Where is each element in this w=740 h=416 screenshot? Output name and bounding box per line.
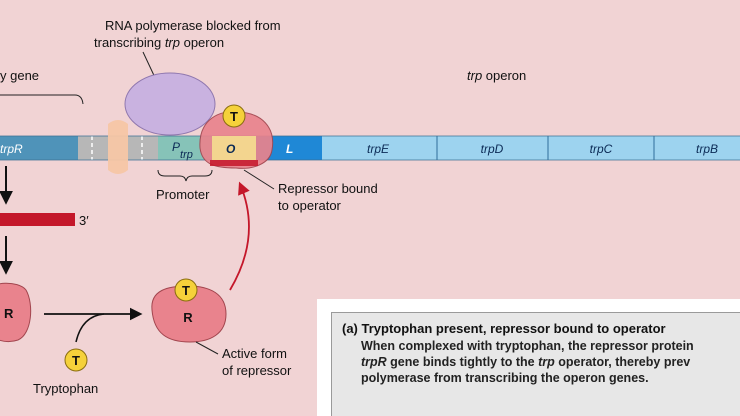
caption-line-1: When complexed with tryptophan, the repr… <box>361 339 694 353</box>
active-form-label-line2: of repressor <box>222 363 292 378</box>
repressor-bound-leader <box>243 169 275 190</box>
polymerase-label-line2: transcribing trp operon <box>94 35 224 50</box>
inactive-repressor <box>0 282 32 343</box>
trpR-mrna <box>0 213 75 226</box>
dna-label-trpD: trpD <box>481 142 504 156</box>
caption-line-2-suffix: operator, thereby prev <box>554 355 691 369</box>
repressor-bound-label-line1: Repressor bound <box>278 181 378 196</box>
dna-label-trpE: trpE <box>367 142 390 156</box>
dna-label-L: L <box>286 142 293 156</box>
active-repressor-tryptophan-label: T <box>182 283 190 298</box>
bound-tryptophan-label: T <box>230 109 238 124</box>
dna-label-P: Ptrp <box>172 140 193 161</box>
polymerase-label-line1: RNA polymerase blocked from <box>105 18 281 33</box>
active-form-label-line1: Active form <box>222 346 287 361</box>
caption-trpR: trpR <box>361 355 387 369</box>
promoter-subscript: trp <box>180 149 193 161</box>
dna-loop-connector <box>108 120 128 174</box>
polymerase-label-italic: trp <box>165 35 180 50</box>
bound-tryptophan <box>222 104 246 128</box>
operator-O-label: O <box>226 142 236 156</box>
rna-polymerase <box>124 72 216 136</box>
active-repressor <box>151 285 227 343</box>
dna-strand <box>0 135 740 161</box>
active-form-leader <box>195 341 219 355</box>
trp-operon-label: trp operon <box>467 68 526 83</box>
trp-operon-italic: trp <box>467 68 482 83</box>
polymerase-label-suffix: operon <box>180 35 224 50</box>
regulatory-gene-label: y gene <box>0 68 39 83</box>
inactive-repressor-label: R <box>4 306 14 321</box>
caption-title: (a) Tryptophan present, repressor bound … <box>342 321 666 336</box>
dna-structural-genes <box>322 136 740 160</box>
promoter-P: P <box>172 140 180 154</box>
caption-line-2: trpR gene binds tightly to the trp opera… <box>361 355 740 369</box>
dna-label-trpC: trpC <box>590 142 613 156</box>
dna-label-trpR: trpR <box>0 142 23 156</box>
polymerase-label-prefix: transcribing <box>94 35 165 50</box>
mrna-3prime-label: 3′ <box>79 213 89 228</box>
promoter-label: Promoter <box>156 187 210 202</box>
caption-line-2-mid: gene binds tightly to the <box>386 355 539 369</box>
caption-line-3: polymerase from transcribing the operon … <box>361 371 649 385</box>
tryptophan-binding-curve <box>75 313 105 343</box>
free-tryptophan <box>64 348 88 372</box>
caption-box: (a) Tryptophan present, repressor bound … <box>331 312 740 416</box>
free-tryptophan-label: T <box>72 353 80 368</box>
active-repressor-label: R <box>183 310 193 325</box>
repressor-bound-label-line2: to operator <box>278 198 342 213</box>
promoter-bracket <box>157 169 213 182</box>
caption-panel: (a) Tryptophan present, repressor bound … <box>317 299 740 416</box>
trp-operon-suffix: operon <box>482 68 526 83</box>
caption-trp: trp <box>538 355 555 369</box>
operator-bound-marker <box>210 160 258 166</box>
tryptophan-label: Tryptophan <box>33 381 98 396</box>
binding-arrow <box>229 181 250 291</box>
operator-overlay <box>212 136 256 160</box>
dna-label-trpB: trpB <box>696 142 718 156</box>
active-repressor-tryptophan <box>174 278 198 302</box>
regulatory-gene-bracket <box>0 94 84 105</box>
dna-trpR-segment <box>0 136 78 160</box>
